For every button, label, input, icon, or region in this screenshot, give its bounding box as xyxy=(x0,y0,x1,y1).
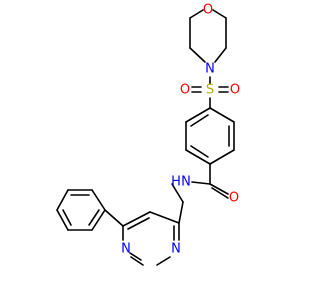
atom-pyrimidine-nitrogen-1: N xyxy=(121,242,131,257)
atom-morpholine-oxygen: O xyxy=(203,3,213,18)
phenyl-ring xyxy=(56,189,106,231)
bond xyxy=(88,209,100,226)
bond xyxy=(129,252,142,261)
bond xyxy=(56,189,69,211)
bond xyxy=(91,209,106,231)
atom-amide-hydrogen: H xyxy=(171,175,181,190)
molecule-diagram: O N S O O O N H N N xyxy=(56,3,240,266)
bond xyxy=(130,256,144,266)
atom-labels: O N S O O O N H N N xyxy=(121,3,240,257)
morpholine-ring xyxy=(189,9,227,63)
bond xyxy=(178,201,184,224)
bond xyxy=(156,256,171,266)
atom-sulfur: S xyxy=(206,83,214,98)
bond xyxy=(56,209,69,231)
atom-sulfonyl-oxygen-left: O xyxy=(180,83,190,98)
bond xyxy=(91,189,106,211)
pyrimidine-ring xyxy=(122,211,180,266)
bond xyxy=(189,47,206,63)
sulfonyl-group xyxy=(191,86,229,93)
bond xyxy=(122,211,151,227)
bond xyxy=(189,9,204,19)
bond xyxy=(209,107,235,123)
bond xyxy=(185,107,211,123)
bond xyxy=(209,183,229,195)
bond xyxy=(209,149,235,165)
bond xyxy=(62,209,72,226)
bond xyxy=(127,217,150,230)
bond xyxy=(211,187,229,199)
atom-amide-nitrogen: N xyxy=(181,175,191,190)
atom-morpholine-nitrogen: N xyxy=(205,62,215,77)
benzene-ring xyxy=(185,107,235,165)
bond xyxy=(190,114,209,127)
bond xyxy=(191,181,211,185)
molecule-svg: O N S O O O N H N N xyxy=(56,3,240,266)
bond xyxy=(190,145,209,158)
bond xyxy=(149,211,180,224)
bond xyxy=(171,183,184,203)
atom-carbonyl-oxygen: O xyxy=(229,191,239,206)
bond xyxy=(212,9,227,19)
bond xyxy=(104,209,124,227)
atom-pyrimidine-nitrogen-3: N xyxy=(171,242,181,257)
bond xyxy=(185,149,211,165)
bond xyxy=(214,47,227,63)
atom-sulfonyl-oxygen-right: O xyxy=(230,83,240,98)
